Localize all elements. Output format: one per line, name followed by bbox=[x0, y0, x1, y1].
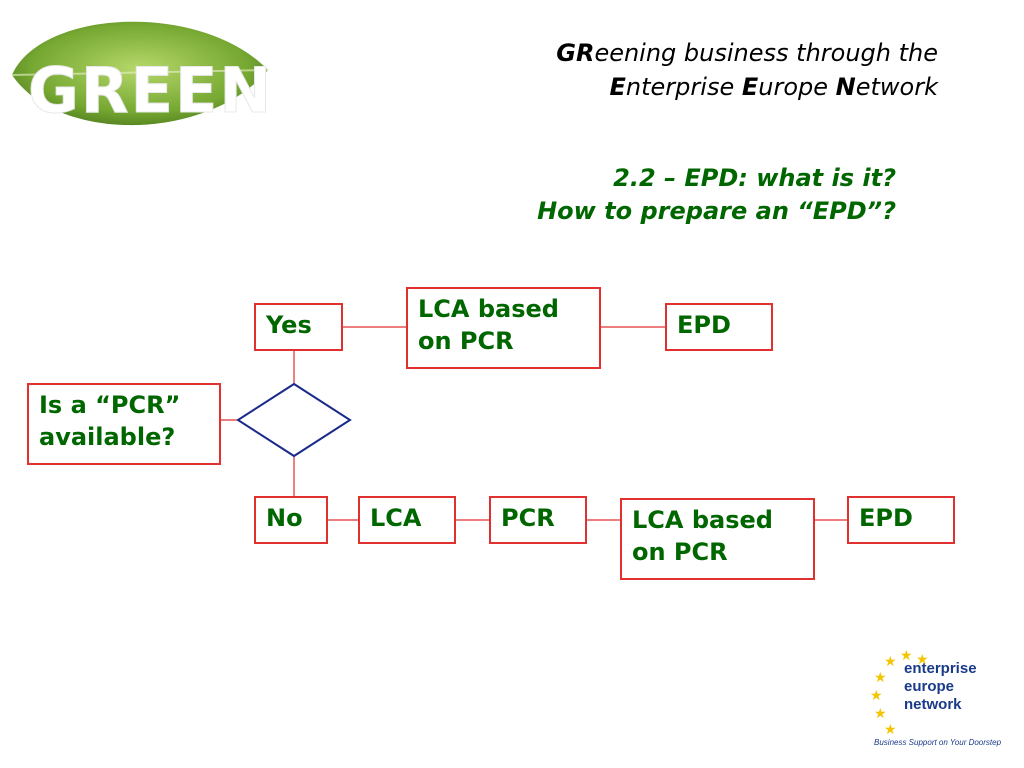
pcr-box-no: PCR bbox=[489, 496, 587, 544]
svg-text:★: ★ bbox=[884, 654, 897, 670]
header-cap: E bbox=[741, 73, 759, 101]
een-line-3: network bbox=[904, 696, 962, 713]
yes-label: Yes bbox=[266, 311, 312, 339]
lca-label: LCA bbox=[370, 504, 422, 532]
epd-label: EPD bbox=[859, 504, 913, 532]
no-label: No bbox=[266, 504, 303, 532]
subtitle-line-1: 2.2 – EPD: what is it? bbox=[613, 164, 896, 192]
epd-box-yes: EPD bbox=[665, 303, 773, 351]
lca-based-on-pcr-box-no: LCA based on PCR bbox=[620, 498, 815, 580]
svg-text:★: ★ bbox=[870, 688, 883, 704]
enterprise-europe-network-stars-icon: ★ ★ ★ ★ ★ ★ ★ bbox=[870, 648, 929, 738]
question-box: Is a “PCR” available? bbox=[27, 383, 221, 465]
epd-label: EPD bbox=[677, 311, 731, 339]
header-line-2: Enterprise Europe Network bbox=[556, 70, 938, 104]
pcr-label: PCR bbox=[501, 504, 555, 532]
yes-box: Yes bbox=[254, 303, 343, 351]
lca-line-1: LCA based bbox=[418, 295, 559, 323]
een-tagline: Business Support on Your Doorstep bbox=[874, 738, 1002, 747]
een-line-1: enterprise bbox=[904, 660, 977, 677]
question-line-2: available? bbox=[39, 423, 176, 451]
een-line-2: europe bbox=[904, 678, 955, 695]
presentation-header: GReening business through the Enterprise… bbox=[556, 36, 938, 104]
header-cap: E bbox=[609, 73, 626, 101]
header-line-1: GReening business through the bbox=[556, 36, 938, 70]
lca-line-2: on PCR bbox=[632, 538, 728, 566]
svg-text:★: ★ bbox=[916, 652, 929, 668]
lca-line-2: on PCR bbox=[418, 327, 514, 355]
svg-text:★: ★ bbox=[900, 648, 913, 664]
svg-text:★: ★ bbox=[874, 706, 887, 722]
svg-text:★: ★ bbox=[884, 722, 897, 738]
question-line-1: Is a “PCR” bbox=[39, 391, 181, 419]
no-box: No bbox=[254, 496, 328, 544]
svg-text:★: ★ bbox=[874, 670, 887, 686]
logo-text: GREEN bbox=[28, 54, 273, 127]
slide-subtitle: 2.2 – EPD: what is it? How to prepare an… bbox=[537, 162, 896, 228]
header-rest: nterprise bbox=[625, 73, 742, 101]
header-rest: eening business through the bbox=[594, 39, 938, 67]
subtitle-line-2: How to prepare an “EPD”? bbox=[537, 197, 896, 225]
header-cap: GR bbox=[556, 39, 595, 67]
green-leaf-logo: GREEN bbox=[11, 21, 273, 128]
epd-box-no: EPD bbox=[847, 496, 955, 544]
header-rest: etwork bbox=[855, 73, 938, 101]
lca-box-no: LCA bbox=[358, 496, 456, 544]
lca-based-on-pcr-box-yes: LCA based on PCR bbox=[406, 287, 601, 369]
lca-line-1: LCA based bbox=[632, 506, 773, 534]
een-logo-text: enterprise europe network bbox=[904, 660, 977, 714]
header-rest: urope bbox=[758, 73, 836, 101]
decision-diamond bbox=[236, 382, 352, 458]
header-cap: N bbox=[835, 73, 856, 101]
